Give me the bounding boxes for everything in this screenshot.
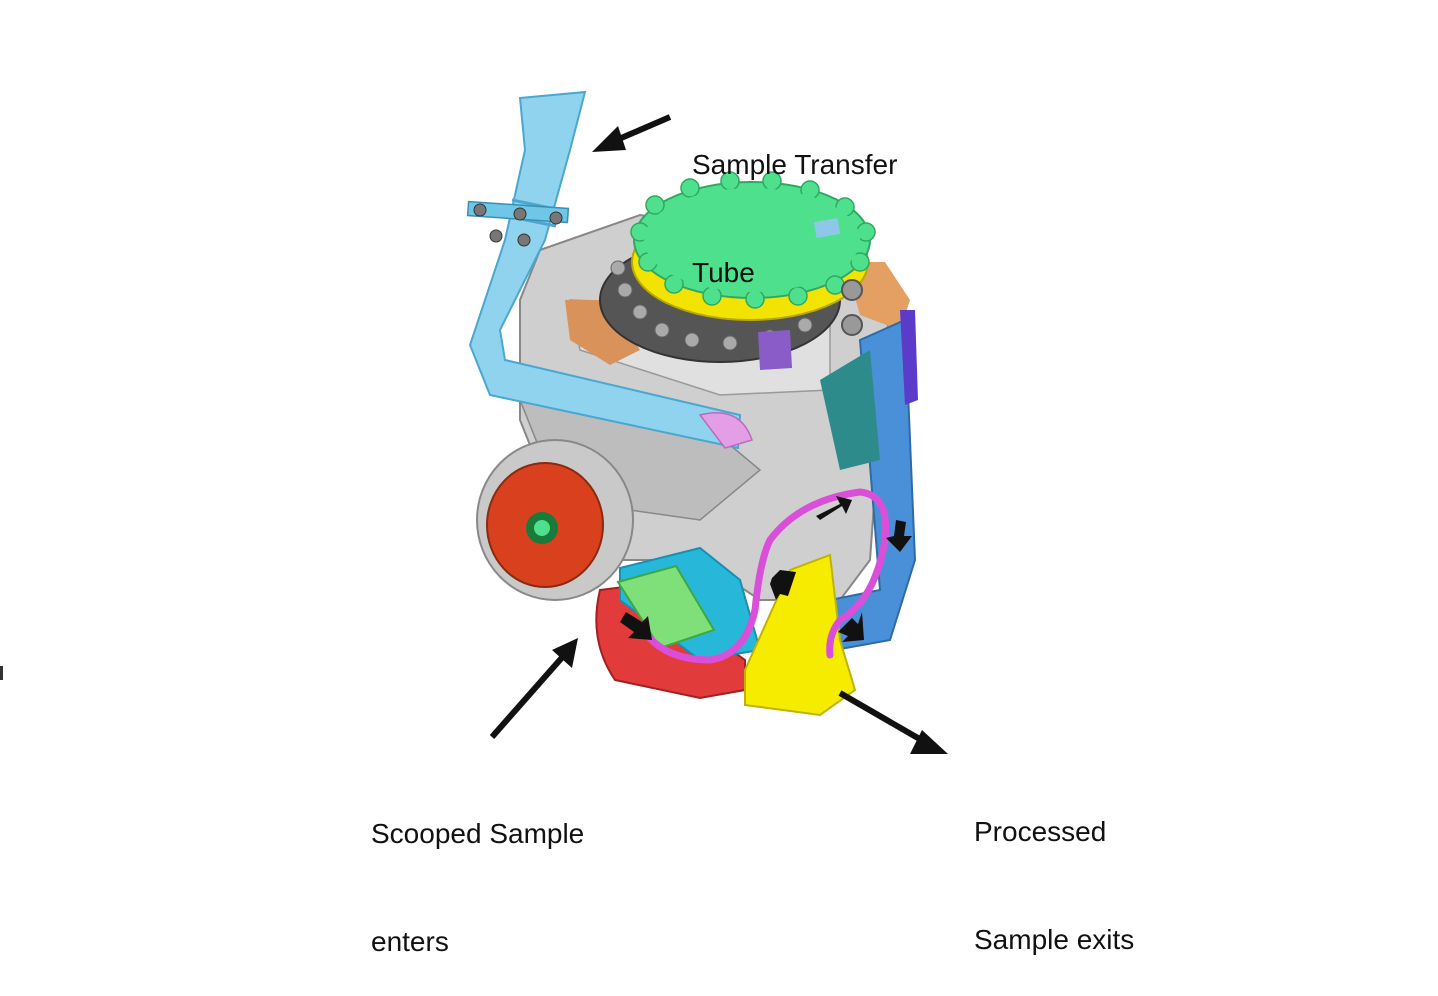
label-line: enters (371, 926, 449, 957)
label-line: Tube (692, 257, 755, 288)
label-line: Sample exits (974, 924, 1135, 955)
device-diagram (0, 90, 948, 754)
label-scooped-sample-enters: Scooped Sample enters (371, 744, 584, 996)
edge-mark (0, 666, 3, 680)
label-line: Processed (974, 816, 1107, 847)
label-sample-transfer-tube: Sample Transfer Tube (692, 75, 897, 327)
purple-bracket (758, 330, 792, 370)
label-processed-sample-exits: Processed Sample exits (974, 742, 1134, 994)
label-line: Sample Transfer (692, 149, 898, 180)
outlet-chute (744, 553, 857, 717)
flow-arrows (620, 496, 912, 642)
callout-arrows (489, 114, 948, 754)
green-lid (630, 171, 876, 309)
sample-transfer-tube (466, 90, 753, 450)
connectors (841, 279, 863, 336)
sample-path (636, 488, 890, 664)
label-line: Scooped Sample (371, 818, 585, 849)
red-disk (476, 439, 634, 601)
